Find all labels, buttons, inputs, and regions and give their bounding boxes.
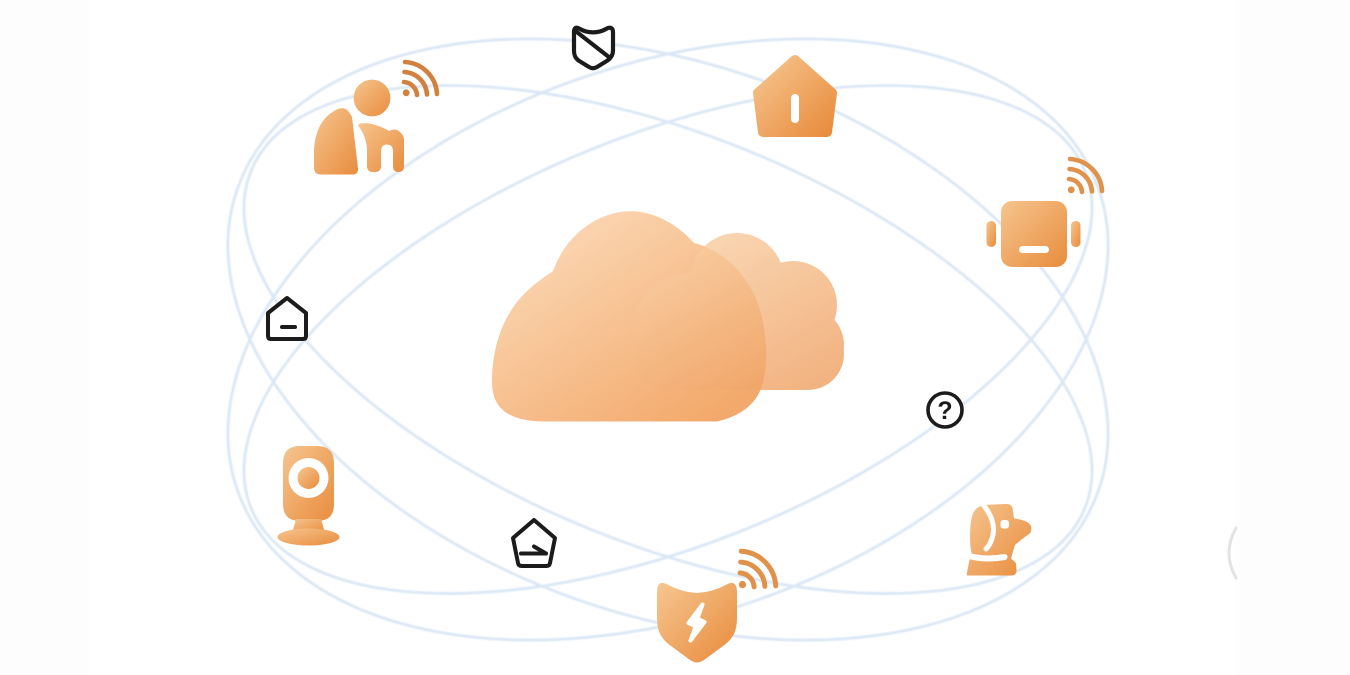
svg-text:?: ? [937, 397, 952, 425]
